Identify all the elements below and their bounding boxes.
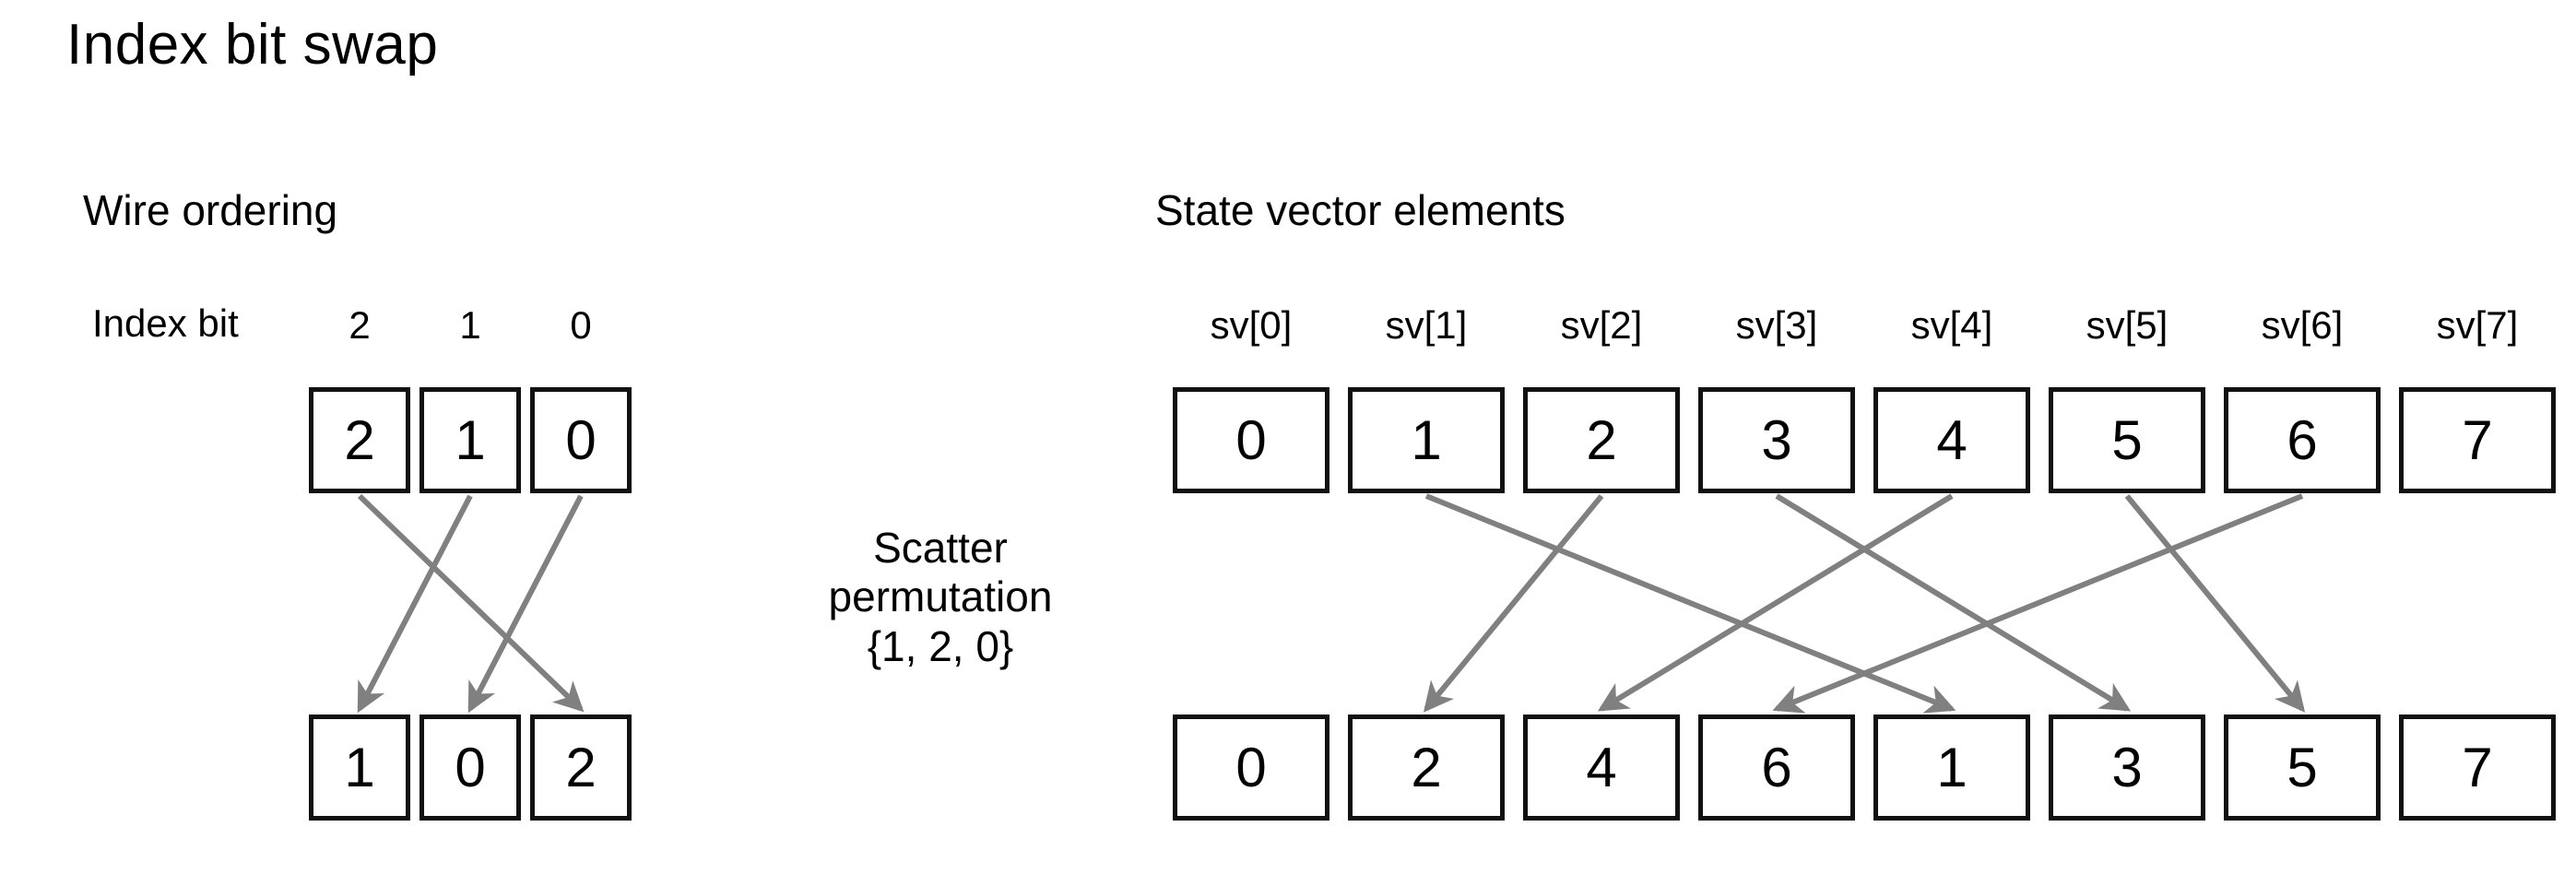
- state-vector-arrow: [1424, 493, 1956, 714]
- state-vector-arrow: [2124, 494, 2306, 713]
- state-vector-arrow: [1423, 494, 1604, 713]
- state-vector-top-cell: 6: [2224, 387, 2381, 493]
- wire-bottom-cell: 2: [530, 715, 632, 821]
- page-title: Index bit swap: [66, 13, 439, 77]
- state-vector-bottom-cell: 1: [1873, 715, 2030, 821]
- wire-bottom-cell: 0: [419, 715, 521, 821]
- wire-top-cell: 1: [419, 387, 521, 493]
- state-vector-bottom-cell: 5: [2224, 715, 2381, 821]
- state-vector-column-header: sv[0]: [1210, 303, 1293, 347]
- wire-column-header: 1: [459, 303, 481, 347]
- state-vector-bottom-cell: 2: [1348, 715, 1505, 821]
- state-vector-bottom-cell: 0: [1173, 715, 1329, 821]
- state-vector-bottom-cell: 6: [1698, 715, 1855, 821]
- state-vector-heading: State vector elements: [1155, 186, 1566, 234]
- state-vector-bottom-cell: 7: [2399, 715, 2556, 821]
- state-vector-top-cell: 7: [2399, 387, 2556, 493]
- wire-ordering-heading: Wire ordering: [83, 186, 338, 234]
- state-vector-bottom-cell: 3: [2049, 715, 2205, 821]
- state-vector-arrow: [1772, 493, 2304, 714]
- wire-arrow: [357, 494, 473, 714]
- wire-arrow: [357, 493, 585, 713]
- wire-top-cell: 0: [530, 387, 632, 493]
- scatter-permutation-caption: Scatter permutation {1, 2, 0}: [828, 524, 1053, 670]
- state-vector-column-header: sv[3]: [1735, 303, 1818, 347]
- wire-column-header: 0: [570, 303, 592, 347]
- state-vector-top-cell: 0: [1173, 387, 1329, 493]
- wire-bottom-cell: 1: [309, 715, 410, 821]
- state-vector-column-header: sv[4]: [1910, 303, 1993, 347]
- state-vector-column-header: sv[6]: [2261, 303, 2344, 347]
- state-vector-top-cell: 4: [1873, 387, 2030, 493]
- state-vector-top-cell: 3: [1698, 387, 1855, 493]
- state-vector-column-header: sv[2]: [1560, 303, 1643, 347]
- state-vector-column-header: sv[1]: [1385, 303, 1468, 347]
- state-vector-top-cell: 5: [2049, 387, 2205, 493]
- wire-arrow: [467, 494, 584, 714]
- state-vector-arrow: [1597, 493, 1954, 712]
- wire-column-header: 2: [349, 303, 371, 347]
- state-vector-column-header: sv[7]: [2436, 303, 2519, 347]
- state-vector-arrow: [1775, 493, 2132, 712]
- state-vector-column-header: sv[5]: [2086, 303, 2168, 347]
- wire-top-cell: 2: [309, 387, 410, 493]
- index-bit-label: Index bit: [92, 301, 239, 345]
- state-vector-bottom-cell: 4: [1523, 715, 1680, 821]
- state-vector-top-cell: 1: [1348, 387, 1505, 493]
- state-vector-top-cell: 2: [1523, 387, 1680, 493]
